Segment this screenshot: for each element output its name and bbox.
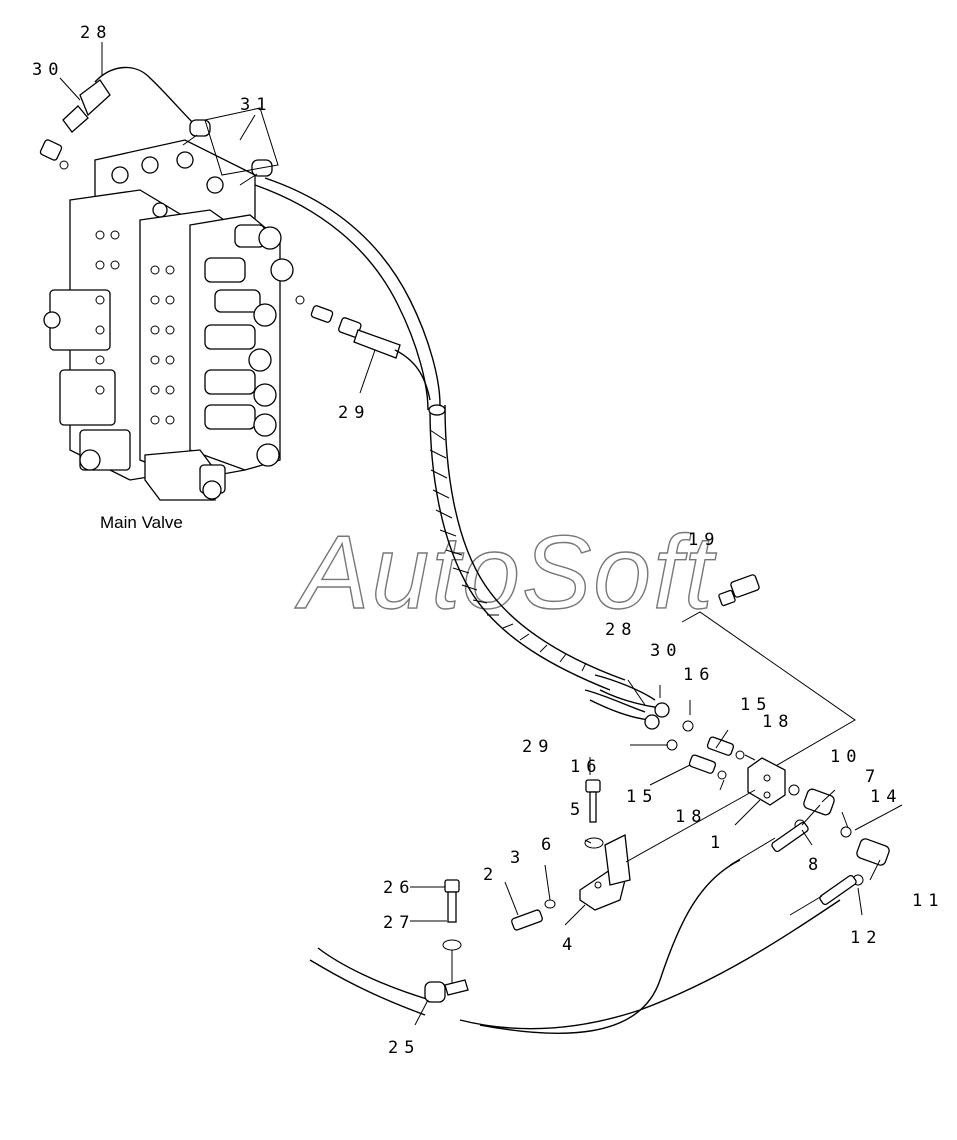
callout-labels: 28 30 31 29 19 28 30 16 29 15 18 16 10 1… [32, 23, 944, 1058]
callout-16: 16 [683, 665, 715, 685]
callout-7: 7 [865, 767, 881, 787]
callout-18: 18 [675, 807, 707, 827]
callout-18: 18 [762, 712, 794, 732]
callout-29: 29 [338, 403, 370, 423]
main-valve-label: Main Valve [100, 513, 183, 532]
callout-15: 15 [740, 695, 772, 715]
main-valve-assembly: Main Valve [39, 139, 401, 532]
clamp-25 [424, 879, 469, 1003]
callout-2: 2 [483, 865, 499, 885]
callout-29: 29 [522, 737, 554, 757]
bracket-4 [511, 779, 756, 931]
callout-8: 8 [808, 855, 824, 875]
callout-26: 26 [383, 878, 415, 898]
callout-11: 11 [912, 891, 944, 911]
callout-31: 31 [240, 95, 272, 115]
callout-4: 4 [562, 935, 578, 955]
clamp-31 [182, 107, 279, 186]
fitting-30-top [62, 79, 111, 133]
leader-lines [59, 42, 903, 1026]
callout-28: 28 [80, 23, 112, 43]
callout-30: 30 [650, 641, 682, 661]
callout-28: 28 [605, 620, 637, 640]
callout-15: 15 [626, 787, 658, 807]
callout-30: 30 [32, 60, 64, 80]
callout-10: 10 [830, 747, 862, 767]
callout-14: 14 [870, 787, 902, 807]
callout-27: 27 [383, 913, 415, 933]
watermark-text: AutoSoft [294, 515, 717, 631]
callout-1: 1 [710, 833, 726, 853]
hose-bundle [94, 66, 670, 730]
callout-19: 19 [688, 530, 720, 550]
callout-12: 12 [850, 928, 882, 948]
block-assembly [309, 574, 890, 1035]
callout-25: 25 [388, 1038, 420, 1058]
callout-3: 3 [510, 848, 526, 868]
callout-16: 16 [570, 757, 602, 777]
callout-5: 5 [570, 800, 586, 820]
callout-6: 6 [541, 835, 557, 855]
